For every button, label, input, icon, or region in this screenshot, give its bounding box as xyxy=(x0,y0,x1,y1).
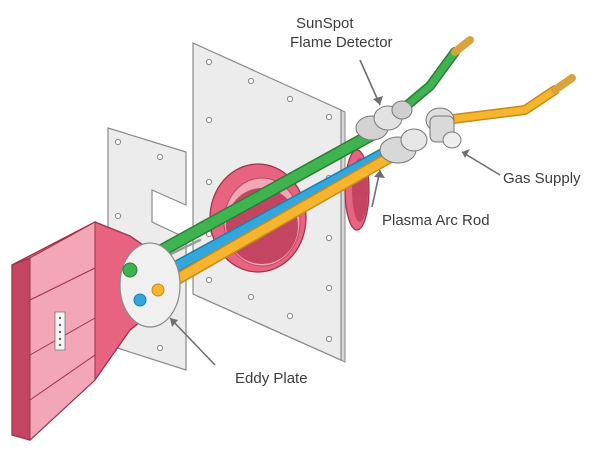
leader-eddy-plate xyxy=(169,317,216,366)
label-flame-detector-line1: SunSpot xyxy=(296,15,354,32)
label-gas-supply: Gas Supply xyxy=(503,170,581,187)
flame-detector-fitting xyxy=(355,100,428,164)
leader-arrowheads xyxy=(170,96,470,327)
leader-gas-supply xyxy=(461,151,501,176)
eddy-plate xyxy=(119,242,181,328)
leader-flame-detector xyxy=(359,59,381,106)
label-plasma-arc-rod: Plasma Arc Rod xyxy=(382,212,490,229)
gas-supply-elbow xyxy=(425,107,462,149)
label-flame-detector-line2: Flame Detector xyxy=(290,34,393,51)
label-eddy-plate: Eddy Plate xyxy=(235,370,308,387)
